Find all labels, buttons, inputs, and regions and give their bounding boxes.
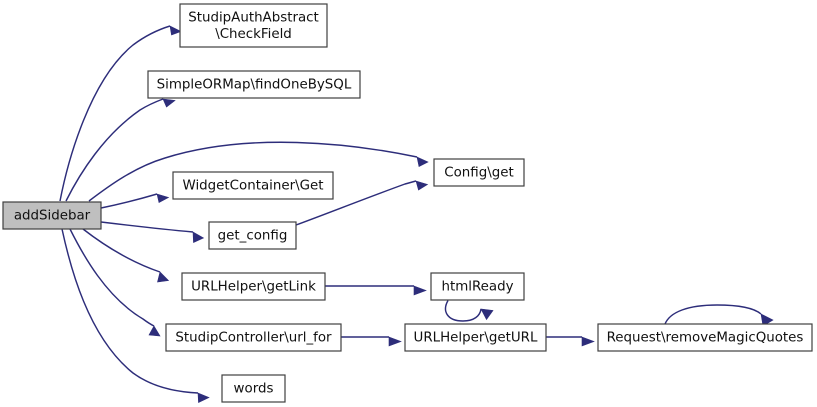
edge-addSidebar-to-StudipController_url_for [69,228,161,337]
node-URLHelper_getLink[interactable]: URLHelper\getLink [181,272,326,301]
edge-line [69,228,155,327]
node-StudipController_url_for[interactable]: StudipController\url_for [165,323,342,352]
arrowhead-icon [581,336,595,347]
edge-addSidebar-to-StudipAuthAbstract_CheckField [59,25,182,202]
edge-line [444,300,482,322]
edge-addSidebar-to-SimpleORMap_findOneBySQL [65,98,176,202]
edge-line [100,221,194,233]
edge-line [88,141,418,202]
edge-get_config-to-Config_get [295,180,429,226]
arrowhead-icon [148,325,161,337]
edge-addSidebar-to-words [61,228,210,403]
node-label: SimpleORMap\findOneBySQL [157,78,352,93]
arrowhead-icon [157,271,170,283]
edge-line [100,193,158,209]
node-SimpleORMap_findOneBySQL[interactable]: SimpleORMap\findOneBySQL [147,70,361,99]
edge-Request_removeMagicQuotes-to-Request_removeMagicQuotes [664,304,774,327]
edge-StudipController_url_for-to-URLHelper_getURL [341,336,402,347]
edge-addSidebar-to-Config_get [88,141,429,202]
node-label: htmlReady [441,280,513,295]
edge-line [59,25,171,202]
node-label: Config\get [444,166,513,181]
node-label: addSidebar [14,209,91,224]
node-label: words [234,382,274,397]
node-WidgetContainer_Get[interactable]: WidgetContainer\Get [172,171,334,200]
arrowhead-icon [413,285,427,296]
edge-addSidebar-to-URLHelper_getLink [82,228,170,283]
node-words[interactable]: words [221,374,286,403]
arrowhead-icon [169,25,182,36]
edge-line [295,180,417,226]
node-box[interactable] [221,374,286,403]
edge-line [61,228,199,394]
node-label: get_config [218,229,288,244]
arrowhead-icon [197,392,210,403]
node-htmlReady[interactable]: htmlReady [430,272,525,301]
node-label: URLHelper\getURL [414,331,538,346]
node-URLHelper_getURL[interactable]: URLHelper\getURL [404,323,547,352]
node-Config_get[interactable]: Config\get [433,158,525,187]
node-label: URLHelper\getLink [191,280,316,295]
arrowhead-icon [415,180,429,191]
node-box[interactable] [179,3,328,48]
arrowhead-icon [416,156,429,167]
node-label: StudipController\url_for [175,331,332,346]
arrowhead-icon [156,193,170,203]
edge-addSidebar-to-WidgetContainer_Get [100,193,170,209]
edges-layer [59,25,774,403]
edge-line [82,228,161,273]
node-StudipAuthAbstract_CheckField[interactable]: StudipAuthAbstract\CheckField [179,3,328,48]
arrowhead-icon [388,336,402,347]
node-box[interactable] [430,272,525,301]
edge-line [664,304,762,325]
node-Request_removeMagicQuotes[interactable]: Request\removeMagicQuotes [597,323,813,352]
edge-URLHelper_getLink-to-htmlReady [325,285,427,296]
arrowhead-icon [162,98,176,108]
arrowhead-icon [192,231,205,243]
arrowhead-icon [480,308,494,321]
node-label: StudipAuthAbstract\CheckField [188,10,319,42]
node-box[interactable] [597,323,813,352]
node-box[interactable] [181,272,326,301]
node-box[interactable] [208,221,297,250]
node-box[interactable] [147,70,361,99]
node-addSidebar[interactable]: addSidebar [2,201,102,230]
edge-line [65,98,164,202]
node-box[interactable] [165,323,342,352]
node-box[interactable] [2,201,102,230]
node-get_config[interactable]: get_config [208,221,297,250]
node-label: Request\removeMagicQuotes [607,331,804,346]
nodes-layer: addSidebar StudipAuthAbstract\CheckFieldS… [2,3,813,403]
edge-URLHelper_getURL-to-Request_removeMagicQuotes [546,336,595,347]
node-box[interactable] [404,323,547,352]
node-box[interactable] [433,158,525,187]
edge-htmlReady-to-htmlReady [444,300,494,322]
edge-addSidebar-to-get_config [100,221,205,243]
arrowhead-icon [760,313,774,327]
node-box[interactable] [172,171,334,200]
node-label: WidgetContainer\Get [183,179,324,194]
